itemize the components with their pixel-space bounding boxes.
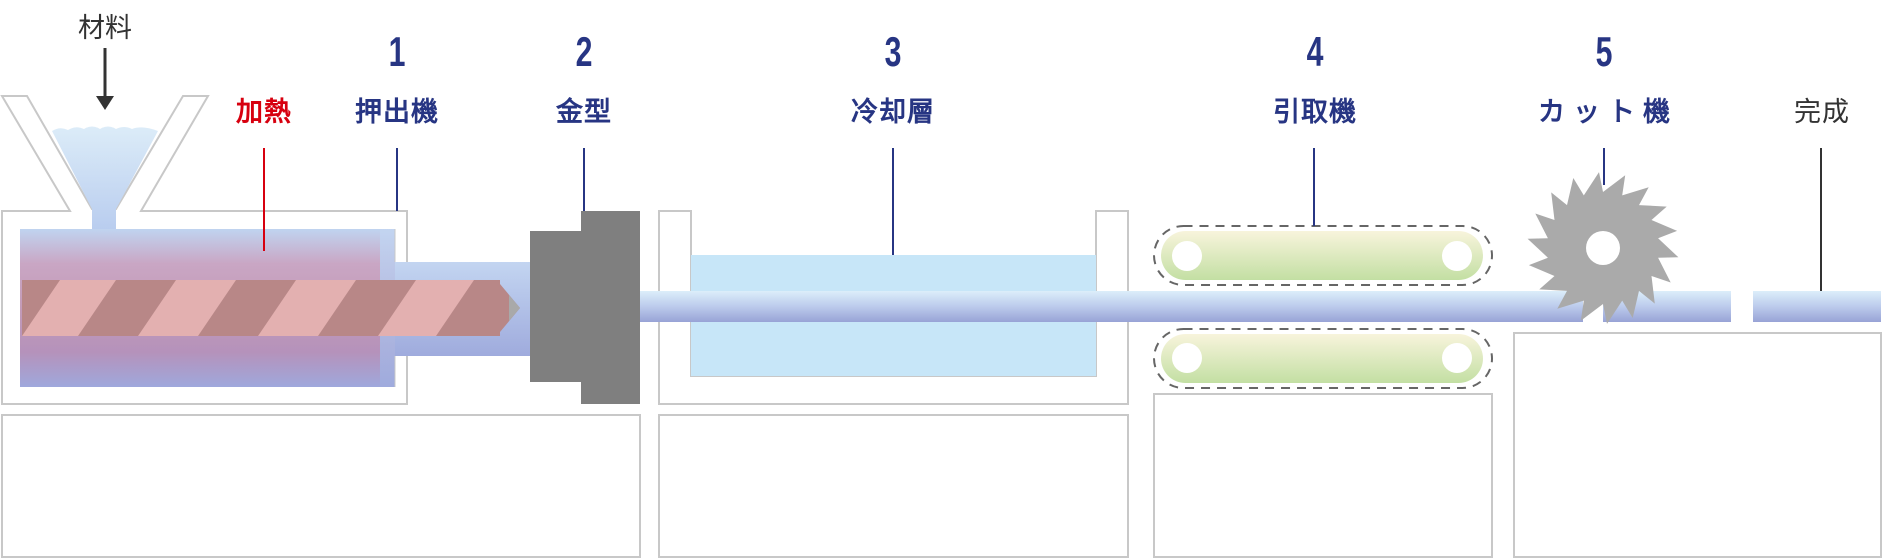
step-number-3: 3 xyxy=(884,28,902,75)
step-number-2: 2 xyxy=(575,28,593,75)
roller xyxy=(1442,343,1472,373)
step-label-extruder: 押出機 xyxy=(355,97,439,128)
step-number-1: 1 xyxy=(388,28,406,75)
base-box-puller xyxy=(1153,393,1493,558)
arrow-down-icon xyxy=(96,48,114,110)
puller xyxy=(1153,225,1493,389)
base-box-extruder xyxy=(1,414,641,558)
step-label-cooling: 冷却層 xyxy=(851,97,935,128)
complete-label: 完成 xyxy=(1794,97,1850,128)
roller xyxy=(1172,241,1202,271)
base-box-cutter xyxy=(1513,332,1882,558)
step-number-5: 5 xyxy=(1595,28,1613,75)
puller-belt-bottom xyxy=(1153,328,1493,389)
die xyxy=(530,211,640,404)
screw xyxy=(22,280,500,336)
base-box-cooling xyxy=(658,414,1129,558)
extruder xyxy=(0,95,530,405)
material-label: 材料 xyxy=(78,13,132,44)
roller xyxy=(1172,343,1202,373)
extruded-pipe xyxy=(640,291,1881,322)
finished-pipe-piece xyxy=(1753,291,1881,322)
hopper-material xyxy=(52,126,158,229)
step-label-die: 金型 xyxy=(556,97,612,128)
puller-belt-top xyxy=(1153,225,1493,286)
heating-label: 加熱 xyxy=(236,97,292,128)
leader-lines xyxy=(263,148,1822,291)
step-label-cutter: カット機 xyxy=(1538,97,1678,128)
base-boxes xyxy=(1,332,1882,558)
step-label-puller: 引取機 xyxy=(1273,97,1357,128)
roller xyxy=(1442,241,1472,271)
step-number-4: 4 xyxy=(1306,28,1324,75)
saw-blade-icon xyxy=(1527,172,1679,324)
